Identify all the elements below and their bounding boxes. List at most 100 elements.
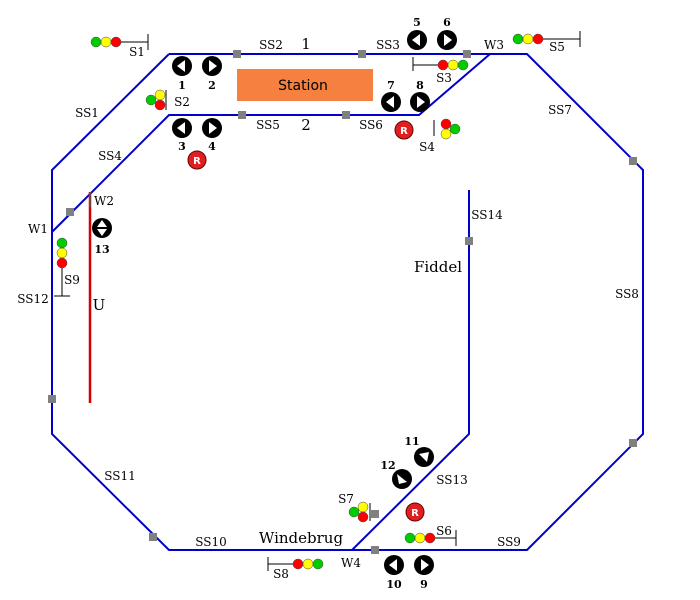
right-arrow-icon	[209, 60, 217, 72]
reset-button-track-2-label: R	[193, 156, 201, 167]
signal-s5[interactable]: S5	[512, 31, 581, 54]
signal-s7-red-lamp	[357, 511, 369, 523]
joint-w2	[66, 208, 74, 216]
control-button-2[interactable]: 2	[202, 56, 222, 92]
signal-s8-green-lamp	[312, 558, 324, 570]
control-label-9: 9	[420, 578, 428, 591]
signal-s4-yellow-lamp	[440, 128, 452, 140]
control-label-2: 2	[208, 79, 216, 92]
control-label-3: 3	[178, 140, 186, 153]
signal-s1[interactable]: S1	[90, 34, 149, 59]
control-label-7: 7	[387, 79, 395, 92]
control-button-13[interactable]: 13	[92, 218, 112, 256]
signal-s4[interactable]: S4	[419, 118, 461, 154]
reset-button-ss6-disc	[394, 120, 414, 140]
signal-s9-green-lamp	[56, 237, 68, 249]
windebrug-branch-track	[351, 190, 470, 551]
control-button-12[interactable]: 12	[380, 459, 412, 489]
signal-s8-yellow-lamp	[302, 558, 314, 570]
place-label-fiddel: Fiddel	[414, 258, 462, 276]
signal-s2-green-lamp	[145, 94, 157, 106]
joint-ss12	[48, 395, 56, 403]
track-1-label: 1	[301, 35, 311, 53]
section-label-ss6: SS6	[359, 118, 383, 132]
signal-s8-label: S8	[273, 567, 289, 581]
reset-button-ss13[interactable]: R	[405, 502, 425, 522]
right-arrow-icon	[209, 122, 217, 134]
section-joints	[48, 50, 637, 554]
control-button-3[interactable]: 3	[172, 118, 192, 153]
signal-s2-red-lamp	[154, 99, 166, 111]
control-button-7[interactable]: 7	[381, 79, 401, 112]
joint-ss3	[358, 50, 366, 58]
control-button-1[interactable]: 1	[172, 56, 192, 92]
signal-s6[interactable]: S6	[404, 524, 457, 546]
section-label-ss11: SS11	[104, 469, 136, 483]
signal-s3-label: S3	[436, 71, 452, 85]
signal-s8[interactable]: S8	[267, 557, 324, 581]
outer-loop-track	[51, 53, 644, 551]
signal-s5-red-lamp	[532, 33, 544, 45]
control-button-11[interactable]: 11	[404, 435, 434, 467]
control-button-5[interactable]: 5	[407, 16, 427, 50]
signal-s8-red-lamp	[292, 558, 304, 570]
control-label-6: 6	[443, 16, 451, 29]
left-arrow-icon	[177, 60, 185, 72]
section-label-ss9: SS9	[497, 535, 521, 549]
control-button-6[interactable]: 6	[437, 16, 457, 50]
left-arrow-icon	[177, 122, 185, 134]
switch-label-w3: W3	[484, 38, 504, 52]
joint-ss6	[342, 111, 350, 119]
signal-s2[interactable]: S2	[145, 89, 190, 111]
diagonal-arrow-icon	[419, 452, 429, 462]
reset-button-ss6[interactable]: R	[394, 120, 414, 140]
u-track-label: U	[93, 296, 106, 314]
control-button-10[interactable]: 10	[384, 555, 404, 591]
signal-s1-label: S1	[129, 45, 145, 59]
signal-s6-label: S6	[436, 524, 452, 538]
reset-button-track-2[interactable]: R	[187, 150, 207, 170]
signal-s7-green-lamp	[348, 506, 360, 518]
signal-s3-yellow-lamp	[447, 59, 459, 71]
signal-s9-red-lamp	[56, 257, 68, 269]
reset-button-ss6-label: R	[400, 126, 408, 137]
signal-s7-label: S7	[338, 492, 354, 506]
joint-w3	[463, 50, 471, 58]
signal-s4-label: S4	[419, 140, 435, 154]
signal-s7[interactable]: S7	[338, 492, 371, 523]
control-label-10: 10	[386, 578, 402, 591]
control-label-4: 4	[208, 140, 216, 153]
reset-button-ss13-disc	[405, 502, 425, 522]
track-2-line	[51, 53, 491, 233]
control-button-9[interactable]: 9	[414, 555, 434, 591]
right-arrow-icon	[417, 96, 425, 108]
control-label-13: 13	[94, 243, 109, 256]
signal-s9-yellow-lamp	[56, 247, 68, 259]
signal-s9[interactable]: S9	[54, 237, 80, 297]
signal-s3[interactable]: S3	[412, 57, 469, 85]
joint-ss11	[149, 533, 157, 541]
station: Station	[237, 69, 373, 101]
signal-s5-green-lamp	[512, 33, 524, 45]
diagonal-arrow-icon	[397, 474, 407, 484]
control-button-8[interactable]: 8	[410, 79, 430, 112]
signal-s2-label: S2	[174, 95, 190, 109]
control-button-4[interactable]: 4	[202, 118, 222, 153]
control-label-1: 1	[178, 79, 186, 92]
signal-s1-red-lamp	[110, 36, 122, 48]
joint-ss2	[233, 50, 241, 58]
signal-s3-green-lamp	[457, 59, 469, 71]
section-label-ss8: SS8	[615, 287, 639, 301]
switch-label-w4: W4	[341, 556, 361, 570]
right-arrow-icon	[444, 34, 452, 46]
signal-s3-red-lamp	[437, 59, 449, 71]
control-label-8: 8	[416, 79, 424, 92]
signal-s6-red-lamp	[424, 532, 436, 544]
section-label-ss12: SS12	[17, 292, 49, 306]
section-label-ss4: SS4	[98, 149, 122, 163]
signal-s4-green-lamp	[449, 123, 461, 135]
control-label-5: 5	[413, 16, 421, 29]
section-label-ss5: SS5	[256, 118, 280, 132]
